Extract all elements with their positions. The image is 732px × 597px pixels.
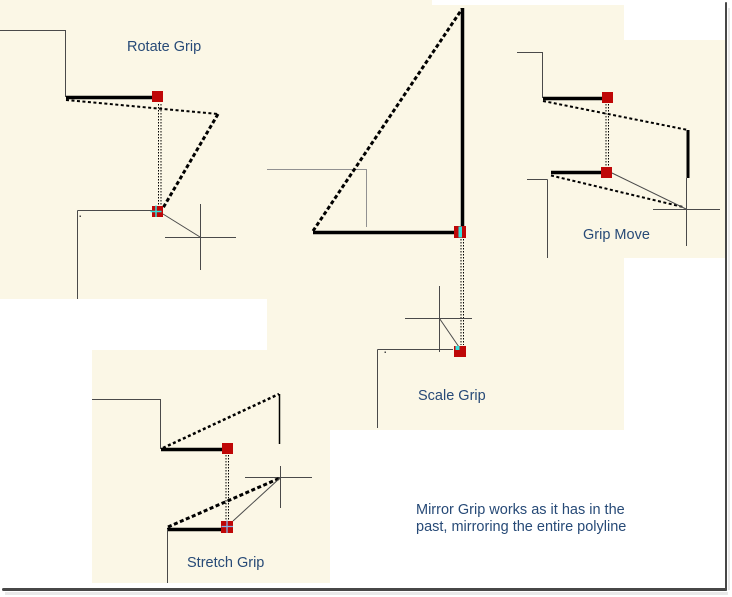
rotated-segment-preview	[161, 113, 220, 209]
rubber-band-line	[158, 104, 162, 206]
snap-marker-icon	[150, 205, 162, 217]
scaled-segment-preview	[311, 8, 464, 232]
rotate-grip-label: Rotate Grip	[127, 39, 202, 55]
drag-line	[611, 172, 687, 210]
grip-move-label: Grip Move	[583, 227, 650, 243]
snap-marker-icon	[458, 226, 462, 238]
grip-marker	[222, 443, 233, 454]
rotate-grip-diagram	[0, 30, 236, 299]
snap-marker-icon	[455, 346, 460, 350]
moved-segment-preview	[550, 174, 684, 208]
wall-corner-line	[377, 349, 453, 428]
drag-line	[162, 213, 201, 238]
wall-corner-line	[267, 169, 367, 227]
scale-grip-label: Scale Grip	[418, 388, 486, 404]
panel-stretch-grip	[92, 350, 330, 583]
drag-line	[232, 477, 281, 522]
rotated-segment-preview	[65, 99, 219, 115]
panel-grip-move	[624, 40, 725, 258]
stretch-grip-label: Stretch Grip	[187, 555, 265, 571]
mirror-note-line1: Mirror Grip works as it has in the	[416, 502, 625, 518]
grip-marker	[602, 92, 613, 103]
rubber-band-line	[460, 239, 464, 345]
stretch-grip-diagram	[92, 392, 312, 583]
panel-rotate-grip	[0, 0, 267, 299]
moved-segment-preview	[542, 100, 689, 131]
wall-corner-line	[77, 210, 152, 299]
frame-shadow-right	[728, 8, 730, 590]
point-dot	[384, 351, 386, 353]
crosshair-cursor-icon	[405, 286, 472, 352]
point-dot	[79, 215, 81, 217]
stretched-segment-preview	[167, 476, 281, 529]
crosshair-cursor-icon	[165, 204, 236, 270]
rubber-band-line	[225, 455, 229, 521]
crosshair-cursor-icon	[653, 178, 720, 246]
wall-corner-line	[0, 30, 66, 97]
mirror-note-line2: past, mirroring the entire polyline	[416, 519, 627, 535]
grip-marker	[152, 91, 163, 102]
grip-marker	[454, 346, 466, 357]
pickbox-cross-icon	[221, 520, 233, 533]
frame-border-bottom	[2, 588, 727, 591]
frame-border-right	[725, 2, 727, 591]
stretched-segment-preview	[162, 392, 280, 450]
drag-line	[439, 318, 460, 348]
frame-shadow-bottom	[5, 592, 728, 595]
crosshair-cursor-icon	[245, 466, 312, 508]
grip-move-diagram	[517, 52, 720, 258]
grip-marker	[601, 167, 612, 178]
wall-corner-line	[92, 399, 161, 449]
wall-corner-line	[527, 179, 548, 258]
scale-grip-diagram	[267, 8, 472, 428]
wall-corner-line	[517, 52, 543, 98]
mirror-grip-note: Mirror Grip works as it has in the past,…	[416, 502, 626, 536]
rubber-band-line	[605, 104, 609, 166]
